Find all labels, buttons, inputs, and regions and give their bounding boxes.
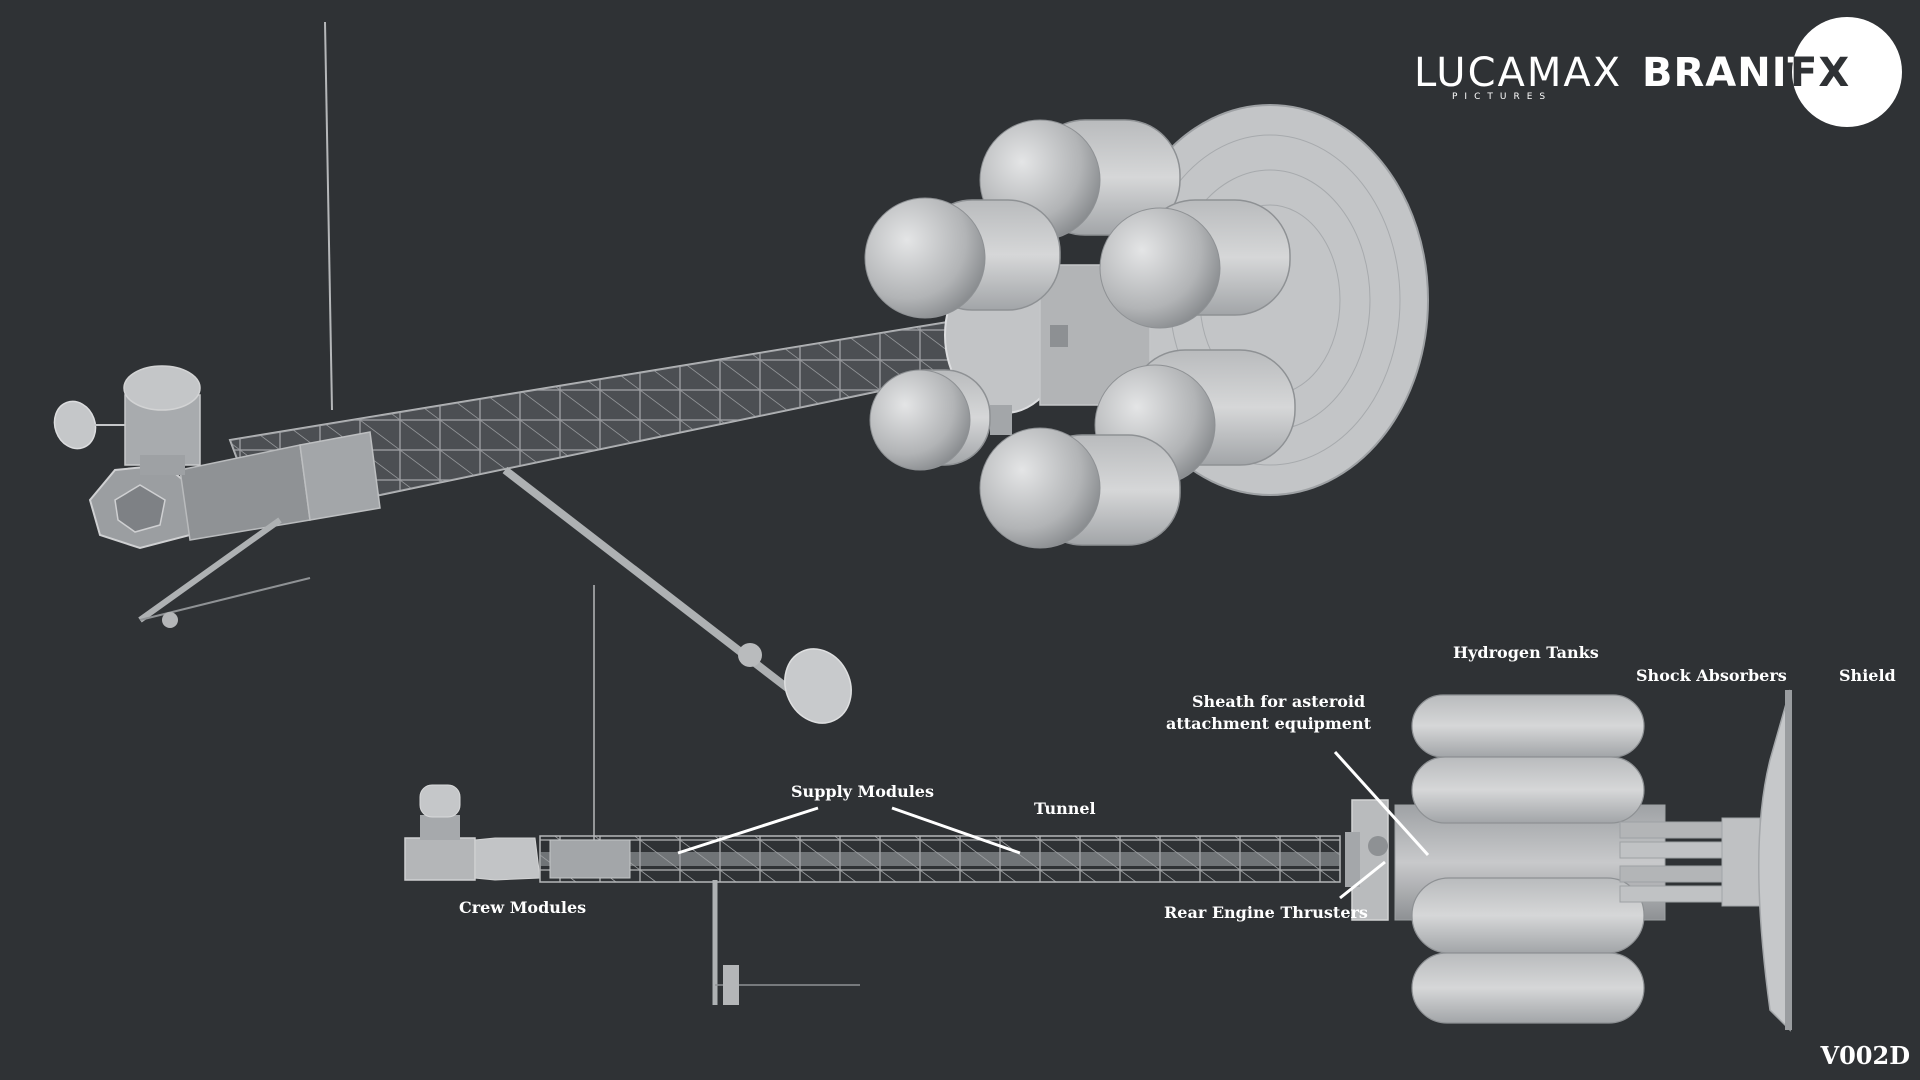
label-shock-absorbers: Shock Absorbers bbox=[1636, 666, 1787, 685]
pointer-lines bbox=[677, 750, 1430, 900]
side-shock-absorbers bbox=[1619, 817, 1761, 907]
perspective-tank-3 bbox=[1099, 199, 1291, 329]
pointer-supply-1 bbox=[677, 806, 819, 855]
pictures-logo-text: PICTURES bbox=[1452, 92, 1553, 102]
side-crew-module bbox=[404, 837, 476, 881]
perspective-tank-6 bbox=[979, 427, 1181, 549]
branit-logo: BRANIT bbox=[1642, 50, 1816, 96]
fx-logo-circle bbox=[1792, 17, 1902, 127]
side-tank-2 bbox=[1411, 756, 1645, 824]
label-shield: Shield bbox=[1839, 666, 1896, 685]
perspective-view bbox=[53, 21, 1429, 724]
label-sheath-line1: Sheath for asteroid bbox=[1192, 692, 1366, 711]
label-crew-modules: Crew Modules bbox=[459, 898, 587, 917]
label-tunnel: Tunnel bbox=[1034, 799, 1096, 818]
perspective-small-dish bbox=[53, 400, 97, 450]
perspective-dish bbox=[784, 648, 852, 724]
version-label: V002D bbox=[1820, 1041, 1910, 1070]
perspective-tank-1 bbox=[979, 119, 1181, 241]
side-view bbox=[404, 585, 1792, 1032]
side-shield bbox=[1758, 689, 1791, 1032]
side-tank-3 bbox=[1411, 877, 1645, 954]
label-hydrogen-tanks: Hydrogen Tanks bbox=[1453, 643, 1599, 662]
label-supply-modules: Supply Modules bbox=[791, 782, 934, 801]
perspective-boom-left bbox=[138, 517, 282, 623]
perspective-tank-2 bbox=[864, 197, 1061, 319]
label-rear-engine-thrusters: Rear Engine Thrusters bbox=[1164, 903, 1368, 922]
pointer-thrusters bbox=[1339, 860, 1386, 900]
fx-logo-text: FX bbox=[1790, 50, 1851, 96]
lucamax-logo: LUCAMAX bbox=[1414, 50, 1623, 96]
perspective-tank-4 bbox=[869, 369, 991, 471]
pointer-sheath bbox=[1333, 750, 1430, 857]
side-tank-1 bbox=[1411, 694, 1645, 758]
side-tank-4 bbox=[1411, 952, 1645, 1024]
label-sheath-line2: attachment equipment bbox=[1166, 714, 1371, 733]
top-antenna bbox=[324, 21, 333, 411]
pointer-supply-2 bbox=[891, 806, 1021, 855]
